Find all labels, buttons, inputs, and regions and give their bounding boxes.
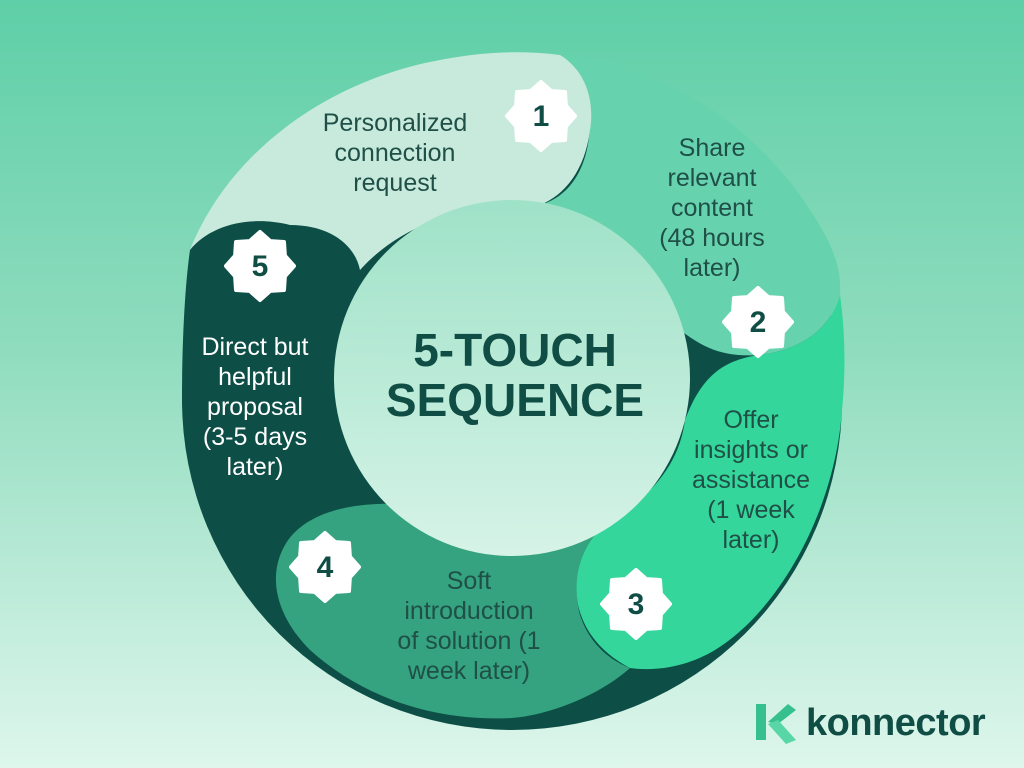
step-2-segment [540,55,841,356]
step-1-badge [505,80,577,152]
step-5-badge [224,230,296,302]
step-4-number: 4 [317,551,334,584]
konnector-k-logo-icon [756,704,796,744]
step-4-segment [275,503,630,719]
step-5-number: 5 [252,250,269,283]
step-2-badge [722,286,794,358]
step-4-label: Soft introduction of solution (1 week la… [397,567,541,685]
diagram-title: 5-TOUCH SEQUENCE [385,324,645,426]
step-1-segment [190,52,592,271]
step-1-number: 1 [533,100,550,133]
step-2-number: 2 [750,306,767,339]
step-4-badge [289,531,361,603]
step-3-badge [600,568,672,640]
brand-logo: konnector [752,700,1002,748]
step-3-label: Offer insights or assistance (1 week lat… [691,406,811,554]
center-circle [334,200,690,556]
step-3-number: 3 [628,588,645,621]
step-2-label: Share relevant content (48 hours later) [659,134,765,282]
step-1-label: Personalized connection request [322,109,468,197]
brand-name: konnector [806,702,986,744]
step-5-label: Direct but helpful proposal (3-5 days la… [201,333,309,481]
